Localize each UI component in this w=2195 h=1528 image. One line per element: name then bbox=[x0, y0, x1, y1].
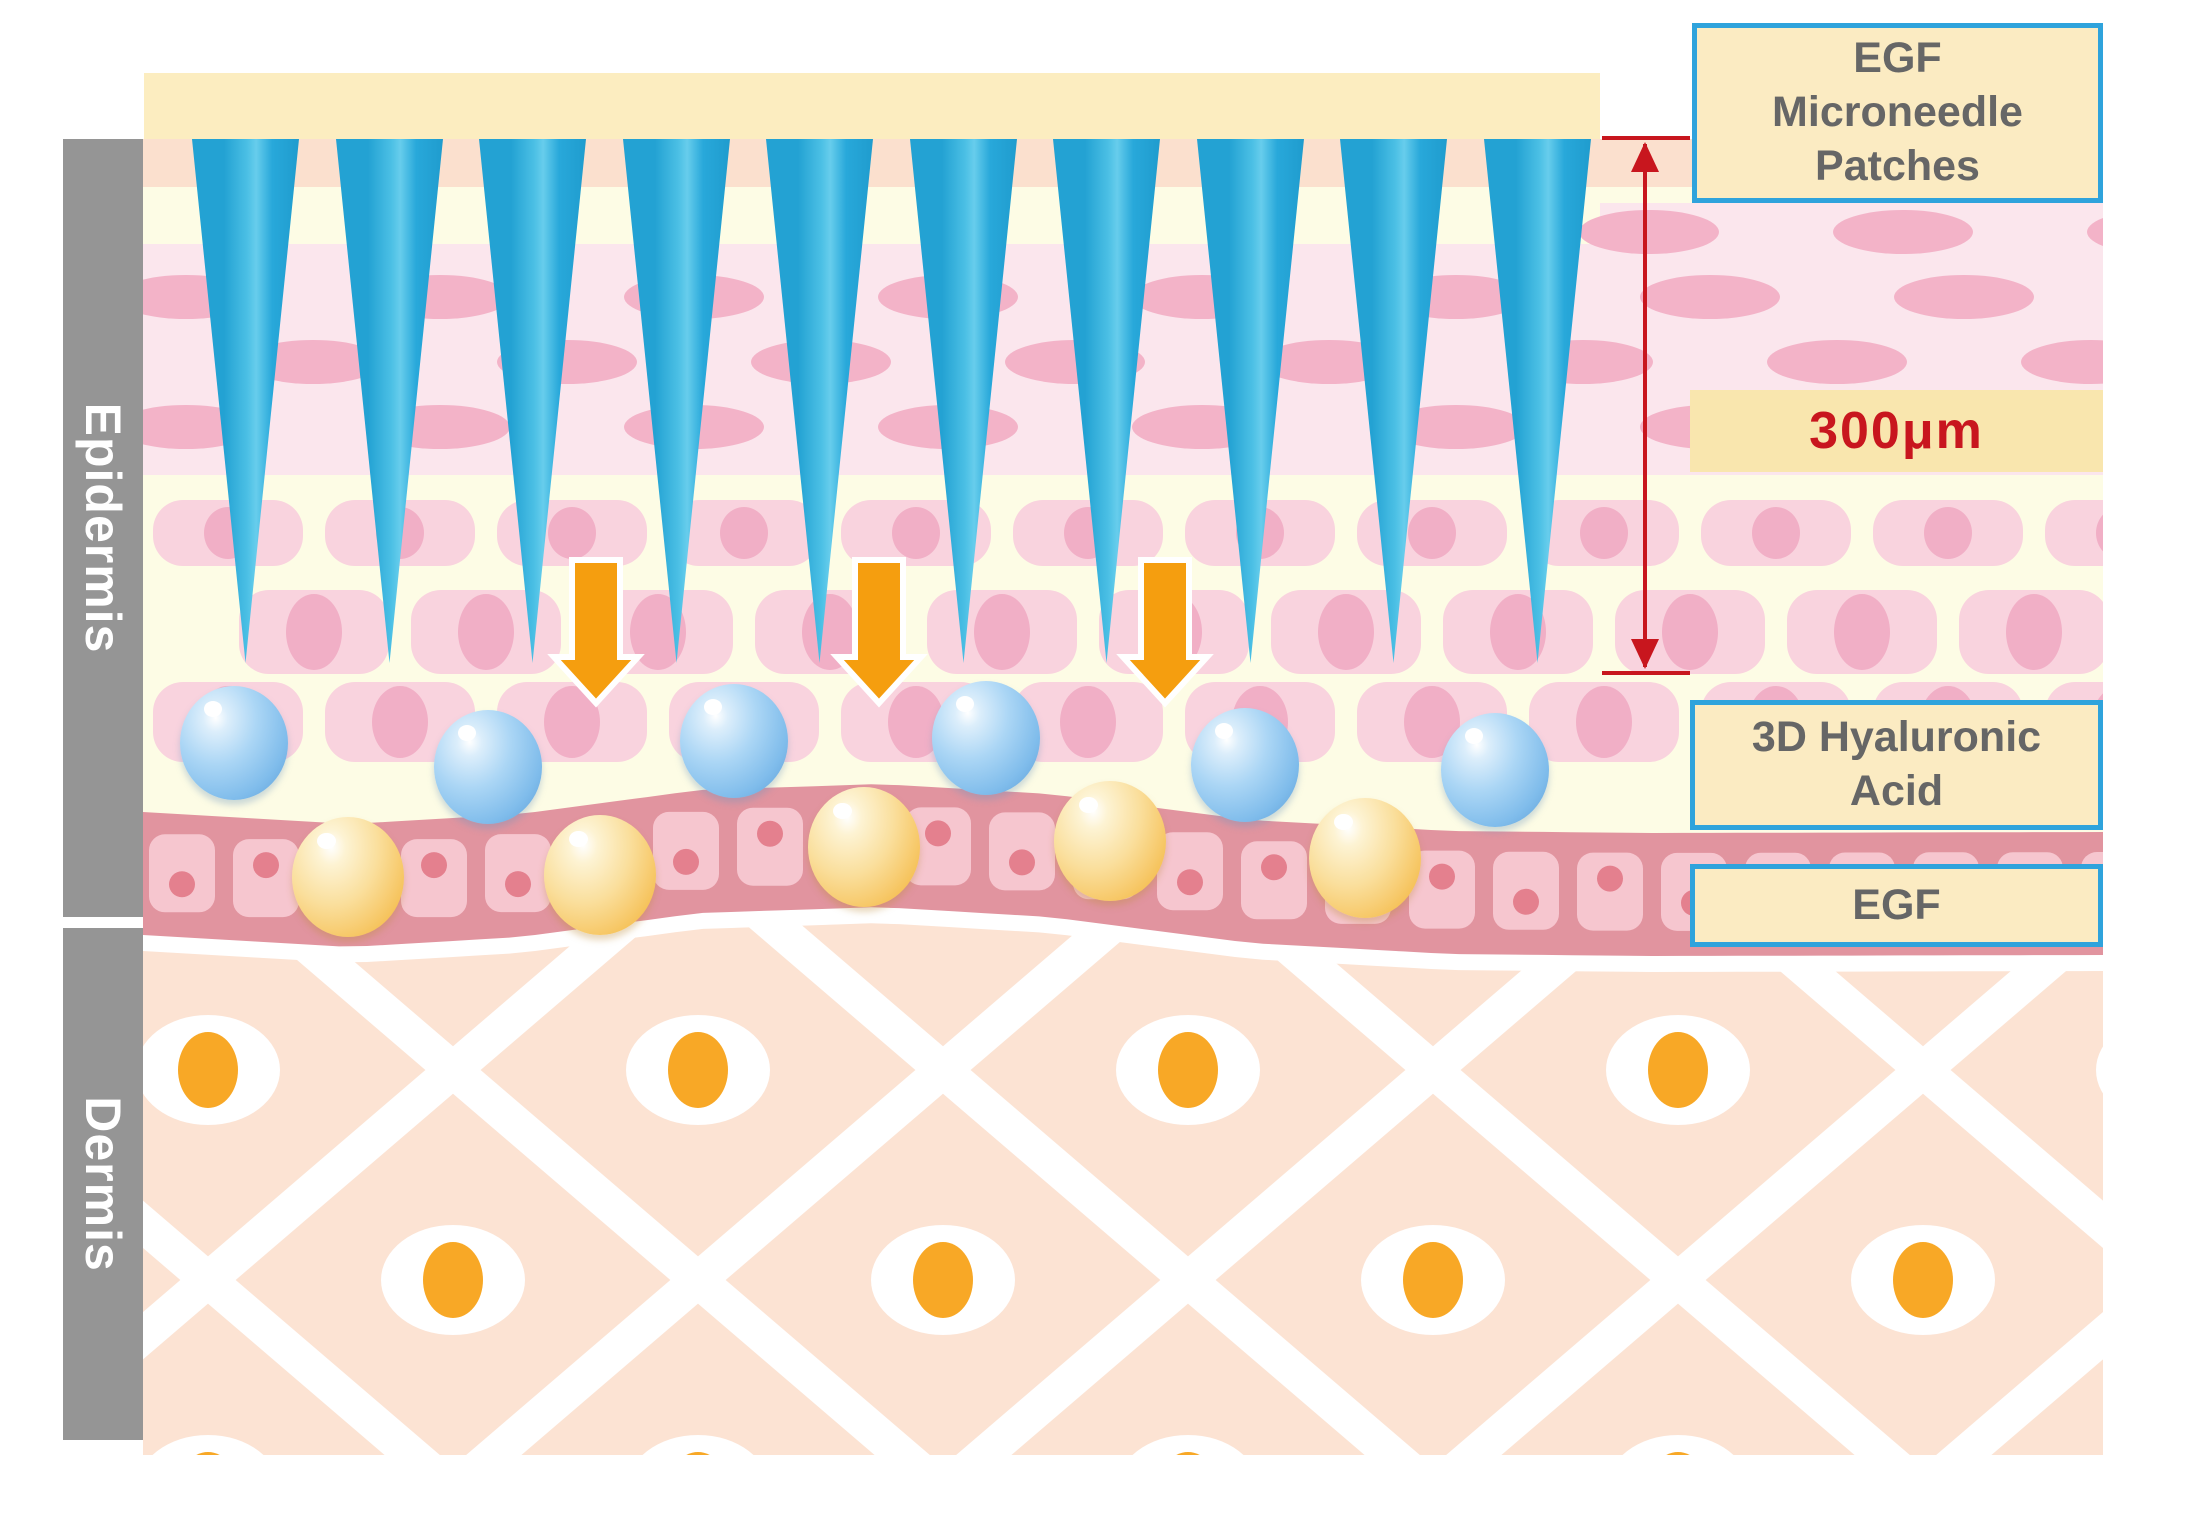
depth-measure-arrow-icon bbox=[1595, 130, 1705, 690]
down-arrow-icon bbox=[837, 560, 921, 703]
hyaluronic-callout-line2: Acid bbox=[1850, 765, 1943, 819]
patch-callout-box: EGF Microneedle Patches bbox=[1692, 23, 2103, 203]
down-arrow-icon bbox=[554, 560, 638, 703]
down-arrow-icon bbox=[1123, 560, 1207, 703]
epidermis-bar: Epidermis bbox=[63, 139, 143, 917]
egf-callout-label: EGF bbox=[1852, 879, 1940, 933]
patch-base-bar bbox=[144, 73, 1600, 139]
hyaluronic-callout-line1: 3D Hyaluronic bbox=[1752, 711, 2041, 765]
egf-callout-box: EGF bbox=[1690, 864, 2103, 947]
epidermis-label: Epidermis bbox=[74, 403, 132, 654]
dermis-label: Dermis bbox=[74, 1096, 132, 1272]
depth-band: 300μm bbox=[1690, 390, 2103, 472]
patch-callout-line2: Microneedle bbox=[1772, 86, 2023, 140]
patch-callout-line1: EGF bbox=[1853, 32, 1941, 86]
dermis-bar: Dermis bbox=[63, 928, 143, 1440]
patch-callout-line3: Patches bbox=[1815, 140, 1980, 194]
hyaluronic-callout-box: 3D Hyaluronic Acid bbox=[1690, 700, 2103, 830]
depth-value: 300μm bbox=[1809, 401, 1984, 461]
